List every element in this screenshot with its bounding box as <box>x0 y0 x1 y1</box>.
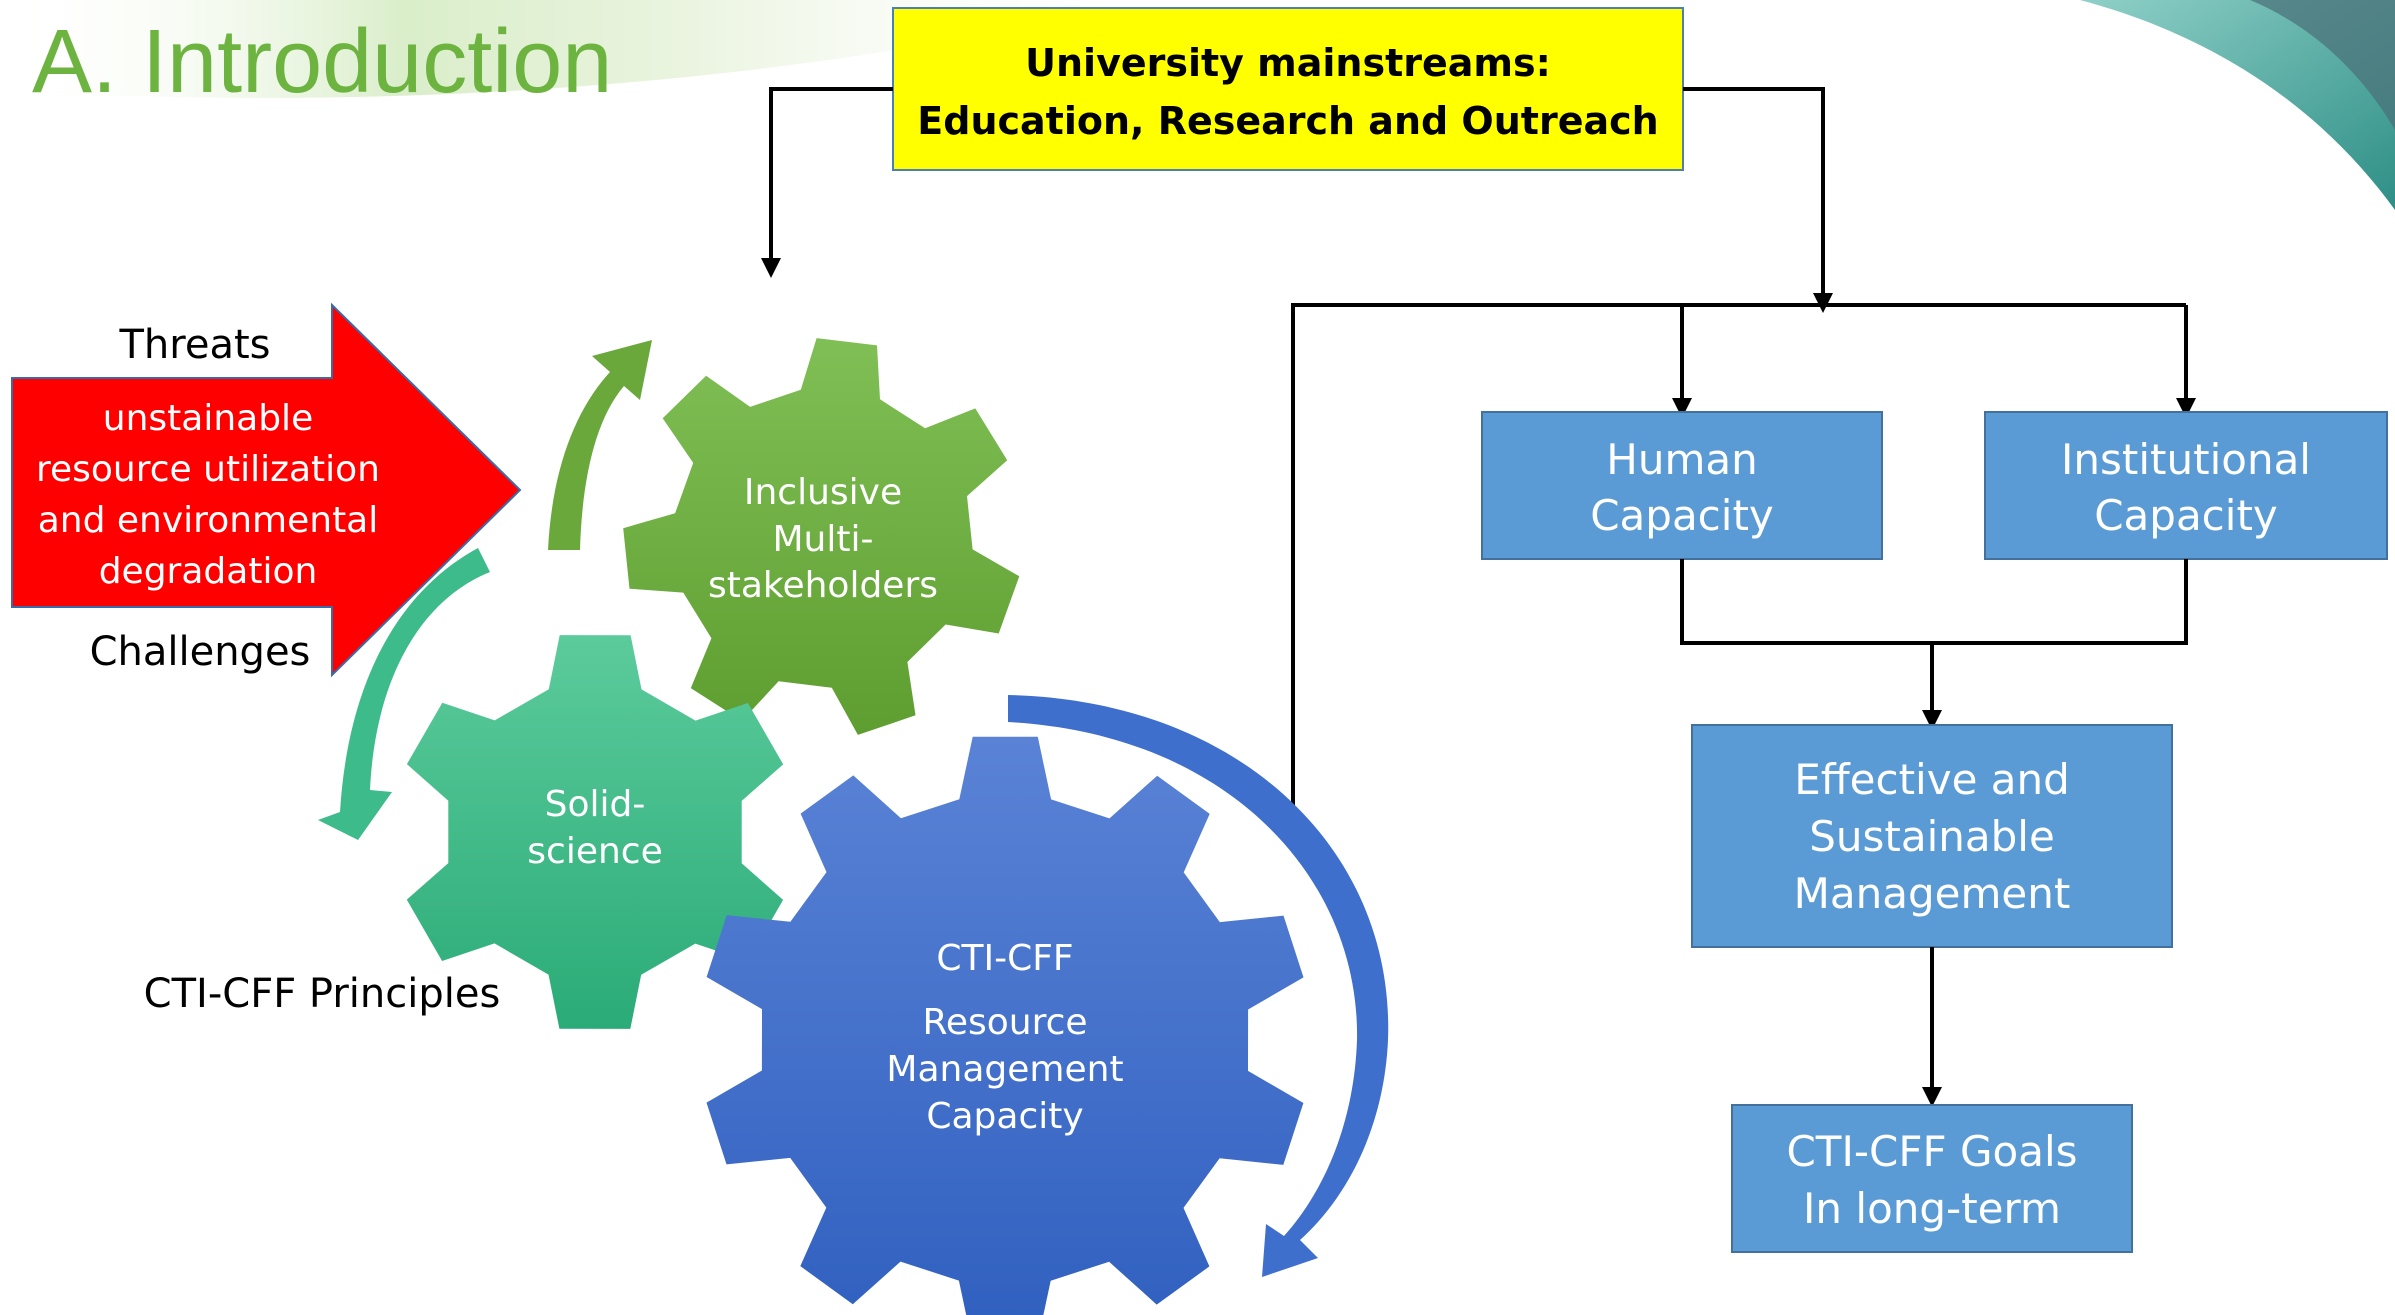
gear-solid-science <box>406 635 784 1029</box>
connector-to-capacity <box>1683 87 1833 313</box>
mainstreams-box <box>892 7 1684 171</box>
goals-line1: CTI-CFF Goals <box>1786 1127 2077 1176</box>
institutional-line2: Capacity <box>2094 491 2278 540</box>
gear-cti-line3: Management <box>886 1049 1123 1090</box>
gear-inclusive <box>623 338 1020 735</box>
gear-solid-line2: science <box>527 831 662 872</box>
gear-cti-line4: Capacity <box>926 1096 1083 1137</box>
effective-line1: Effective and <box>1794 755 2070 804</box>
threats-label: Threats <box>119 322 271 368</box>
slide-title: A. Introduction <box>32 12 612 112</box>
connector-to-gears <box>761 87 893 278</box>
goals-line2: In long-term <box>1803 1184 2061 1233</box>
mainstreams-line2: Education, Research and Outreach <box>917 99 1658 143</box>
challenges-label: Challenges <box>90 629 311 675</box>
corner-decoration <box>2080 0 2395 210</box>
threats-arrow <box>11 302 522 678</box>
threats-line4: degradation <box>99 551 318 592</box>
gear-solid-line1: Solid- <box>545 784 646 825</box>
capacity-bus <box>1291 303 2186 808</box>
gear-inclusive-line1: Inclusive <box>744 472 902 513</box>
gear-inclusive-line2: Multi- <box>773 519 874 560</box>
threats-line1: unstainable <box>103 398 313 439</box>
capacity-merge <box>1680 559 2188 645</box>
top-decoration <box>0 0 1150 98</box>
gear-inclusive-line3: stakeholders <box>708 565 938 606</box>
goals-box <box>1731 1104 2133 1253</box>
corner-decoration-dark <box>2250 0 2395 130</box>
human-line2: Capacity <box>1590 491 1774 540</box>
effective-line3: Management <box>1794 869 2071 918</box>
threats-line3: and environmental <box>38 500 379 541</box>
threats-line2: resource utilization <box>36 449 380 490</box>
cycle-arrow-teal <box>318 548 490 840</box>
human-line1: Human <box>1606 435 1757 484</box>
effective-line2: Sustainable <box>1809 812 2055 861</box>
gear-cti-cff <box>706 736 1304 1315</box>
mainstreams-line1: University mainstreams: <box>1025 41 1551 85</box>
cycle-arrow-blue <box>1008 695 1389 1277</box>
cycle-arrow-green <box>548 340 652 550</box>
gear-cti-line2: Resource <box>922 1002 1087 1043</box>
institutional-line1: Institutional <box>2061 435 2311 484</box>
effective-management-box <box>1691 724 2173 948</box>
gear-cti-line1: CTI-CFF <box>936 938 1073 979</box>
principles-label: CTI-CFF Principles <box>144 971 501 1017</box>
